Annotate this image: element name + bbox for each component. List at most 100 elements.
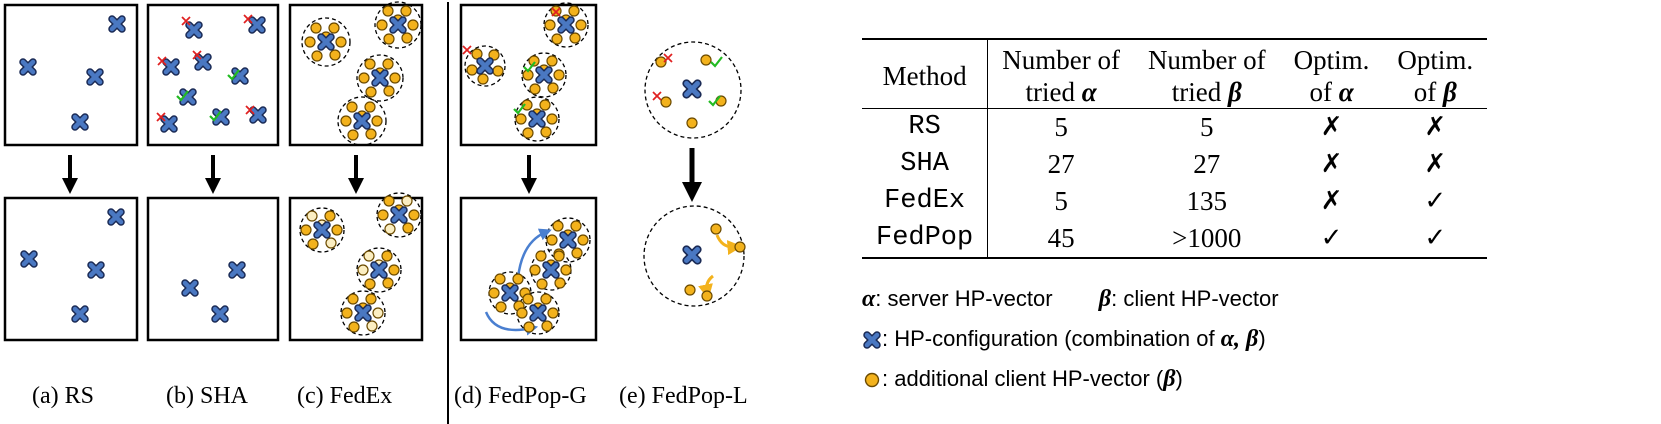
client-hp-dot	[488, 287, 500, 299]
table-row: SHA 27 27 ✗ ✗	[862, 146, 1487, 183]
client-hp-dot	[734, 241, 746, 253]
row-method: FedEx	[862, 183, 989, 220]
client-hp-dot	[540, 126, 552, 138]
hp-configuration-cross	[559, 231, 577, 249]
panel-d-top	[459, 3, 598, 147]
client-hp-dot	[547, 307, 559, 319]
client-hp-dot	[560, 264, 572, 276]
cluster-circle	[356, 54, 404, 102]
hp-configuration-cross	[389, 16, 407, 34]
client-hp-dot	[552, 220, 564, 232]
client-hp-dot	[364, 58, 376, 70]
caption-d: (d) FedPop-G	[454, 383, 587, 409]
row-optim-alpha: ✗	[1320, 112, 1343, 142]
client-hp-dot	[528, 55, 540, 67]
client-hp-dot	[371, 115, 383, 127]
client-hp-dot	[577, 234, 589, 246]
cluster-circle	[643, 205, 745, 307]
hp-configuration-cross	[107, 208, 125, 226]
client-hp-dot	[346, 101, 358, 113]
client-hp-dot	[495, 301, 507, 313]
beta-description: : client HP-vector	[1111, 286, 1279, 311]
hp-configuration-cross	[181, 279, 199, 297]
cluster-circle	[545, 217, 591, 263]
client-hp-dot	[376, 19, 388, 31]
client-hp-dot	[515, 113, 527, 125]
client-hp-dot	[364, 278, 376, 290]
client-hp-dot	[372, 307, 384, 319]
client-hp-dot	[335, 36, 347, 48]
accepted-mark	[513, 103, 526, 115]
hp-configuration-cross	[353, 112, 371, 130]
hp-configuration-cross	[108, 15, 126, 33]
row-optim-beta: ✗	[1424, 149, 1447, 179]
client-symbol: β	[1163, 366, 1176, 392]
client-description: : additional client HP-vector (	[882, 366, 1164, 391]
accepted-mark	[176, 90, 189, 102]
rejected-mark	[663, 53, 673, 63]
hp-configuration-cross	[535, 66, 553, 84]
hp-configuration-cross	[71, 113, 89, 131]
client-hp-dot	[523, 321, 535, 333]
client-hp-dot	[365, 86, 377, 98]
hp-configuration-cross	[20, 250, 38, 268]
client-hp-dot	[384, 223, 396, 235]
client-hp-dot	[521, 99, 533, 111]
row-optim-beta: ✓	[1424, 223, 1447, 253]
client-hp-dot	[382, 5, 394, 17]
client-hp-dot	[492, 65, 504, 77]
client-hp-dot	[570, 220, 582, 232]
client-hp-dot	[311, 50, 323, 62]
panel-b-top	[146, 3, 280, 147]
rejected-mark	[181, 16, 191, 26]
client-hp-dot	[347, 129, 359, 141]
accepted-mark	[209, 110, 222, 122]
hp-configuration-cross	[19, 58, 37, 76]
rejected-mark	[243, 14, 253, 24]
client-hp-dot	[547, 82, 559, 94]
hp-configuration-cross	[160, 115, 178, 133]
client-hp-dot	[575, 19, 587, 31]
panel-separator	[447, 2, 449, 424]
cluster-circle	[644, 41, 742, 139]
alpha-description: : server HP-vector	[875, 286, 1053, 311]
config-symbols: α, β	[1220, 326, 1259, 352]
table-row: FedPop 45 >1000 ✓ ✓	[862, 220, 1488, 258]
client-hp-dot	[388, 264, 400, 276]
hp-configuration-cross	[71, 305, 89, 323]
rejected-mark	[462, 45, 472, 55]
panel-a-bottom	[3, 196, 139, 342]
hp-configuration-cross	[370, 261, 388, 279]
client-hp-dot	[402, 222, 414, 234]
client-hp-dot	[365, 293, 377, 305]
row-tried-alpha: 5	[1054, 186, 1068, 216]
client-hp-dot	[516, 307, 528, 319]
client-hp-dot	[571, 247, 583, 259]
client-hp-dot	[546, 234, 558, 246]
cluster-circle	[337, 96, 387, 146]
config-close: )	[1258, 326, 1266, 351]
row-optim-alpha: ✓	[1320, 223, 1343, 253]
client-hp-dot	[325, 237, 337, 249]
client-hp-dot	[544, 19, 556, 31]
header-optim-alpha: Optim.of α	[1293, 45, 1370, 107]
cluster-circle	[376, 192, 422, 238]
client-hp-dot	[328, 22, 340, 34]
rejected-mark	[652, 91, 662, 101]
hp-configuration-cross	[501, 284, 519, 302]
cluster-circle	[514, 96, 560, 142]
cluster-circle	[543, 2, 589, 48]
perturb-arrow-2	[698, 274, 714, 300]
client-hp-dot	[340, 115, 352, 127]
hp-configuration-cross	[682, 79, 702, 99]
hp-configuration-cross	[528, 110, 546, 128]
row-tried-beta: 5	[1200, 112, 1214, 142]
accepted-mark	[227, 69, 240, 81]
client-hp-dot	[522, 127, 534, 139]
hp-configuration-cross	[162, 58, 180, 76]
client-hp-dot	[535, 250, 547, 262]
caption-e: (e) FedPop-L	[619, 383, 748, 409]
hp-configuration-cross	[390, 206, 408, 224]
client-hp-dot	[310, 22, 322, 34]
